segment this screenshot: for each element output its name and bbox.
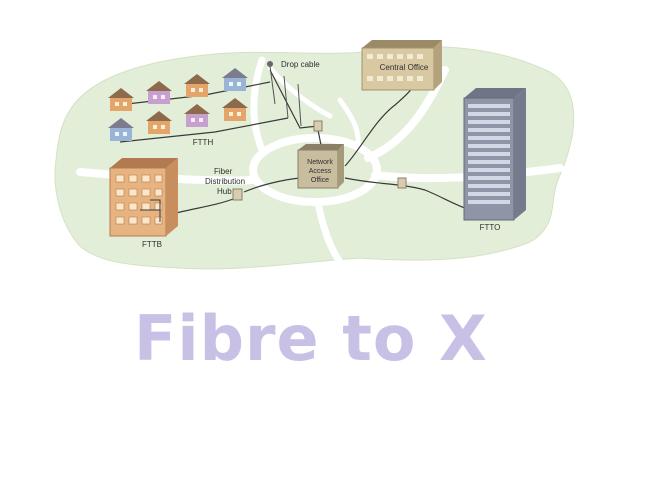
drop-cable-lamp-icon — [267, 61, 273, 67]
fttb-building — [109, 158, 178, 237]
fttb-label: FTTB — [142, 240, 162, 249]
ftth-houses-row-1 — [108, 68, 248, 111]
page-title: Fibre to X — [134, 302, 488, 375]
ftth-houses-row-2 — [108, 98, 248, 141]
fiber-cables — [109, 69, 471, 223]
drop-cable-label: Drop cable — [281, 60, 320, 69]
network-access-label-1: Network — [307, 159, 333, 166]
street-cabinets — [232, 120, 407, 201]
ftto-label: FTTO — [480, 223, 501, 232]
fiber-hub-label-2: Distribution — [205, 177, 245, 186]
ftto-tower — [463, 88, 526, 221]
central-office-building — [361, 40, 442, 91]
network-access-label-2: Access — [309, 168, 332, 175]
fiber-hub-label-1: Fiber — [214, 167, 233, 176]
ftth-label: FTTH — [193, 138, 214, 147]
network-access-label-3: Office — [311, 177, 329, 184]
network-access-office-building — [297, 144, 344, 189]
central-office-label: Central Office — [380, 63, 429, 72]
roads — [76, 56, 564, 266]
drop-cable-poles — [269, 65, 302, 127]
fiber-hub-label-3: Hub — [217, 187, 232, 196]
